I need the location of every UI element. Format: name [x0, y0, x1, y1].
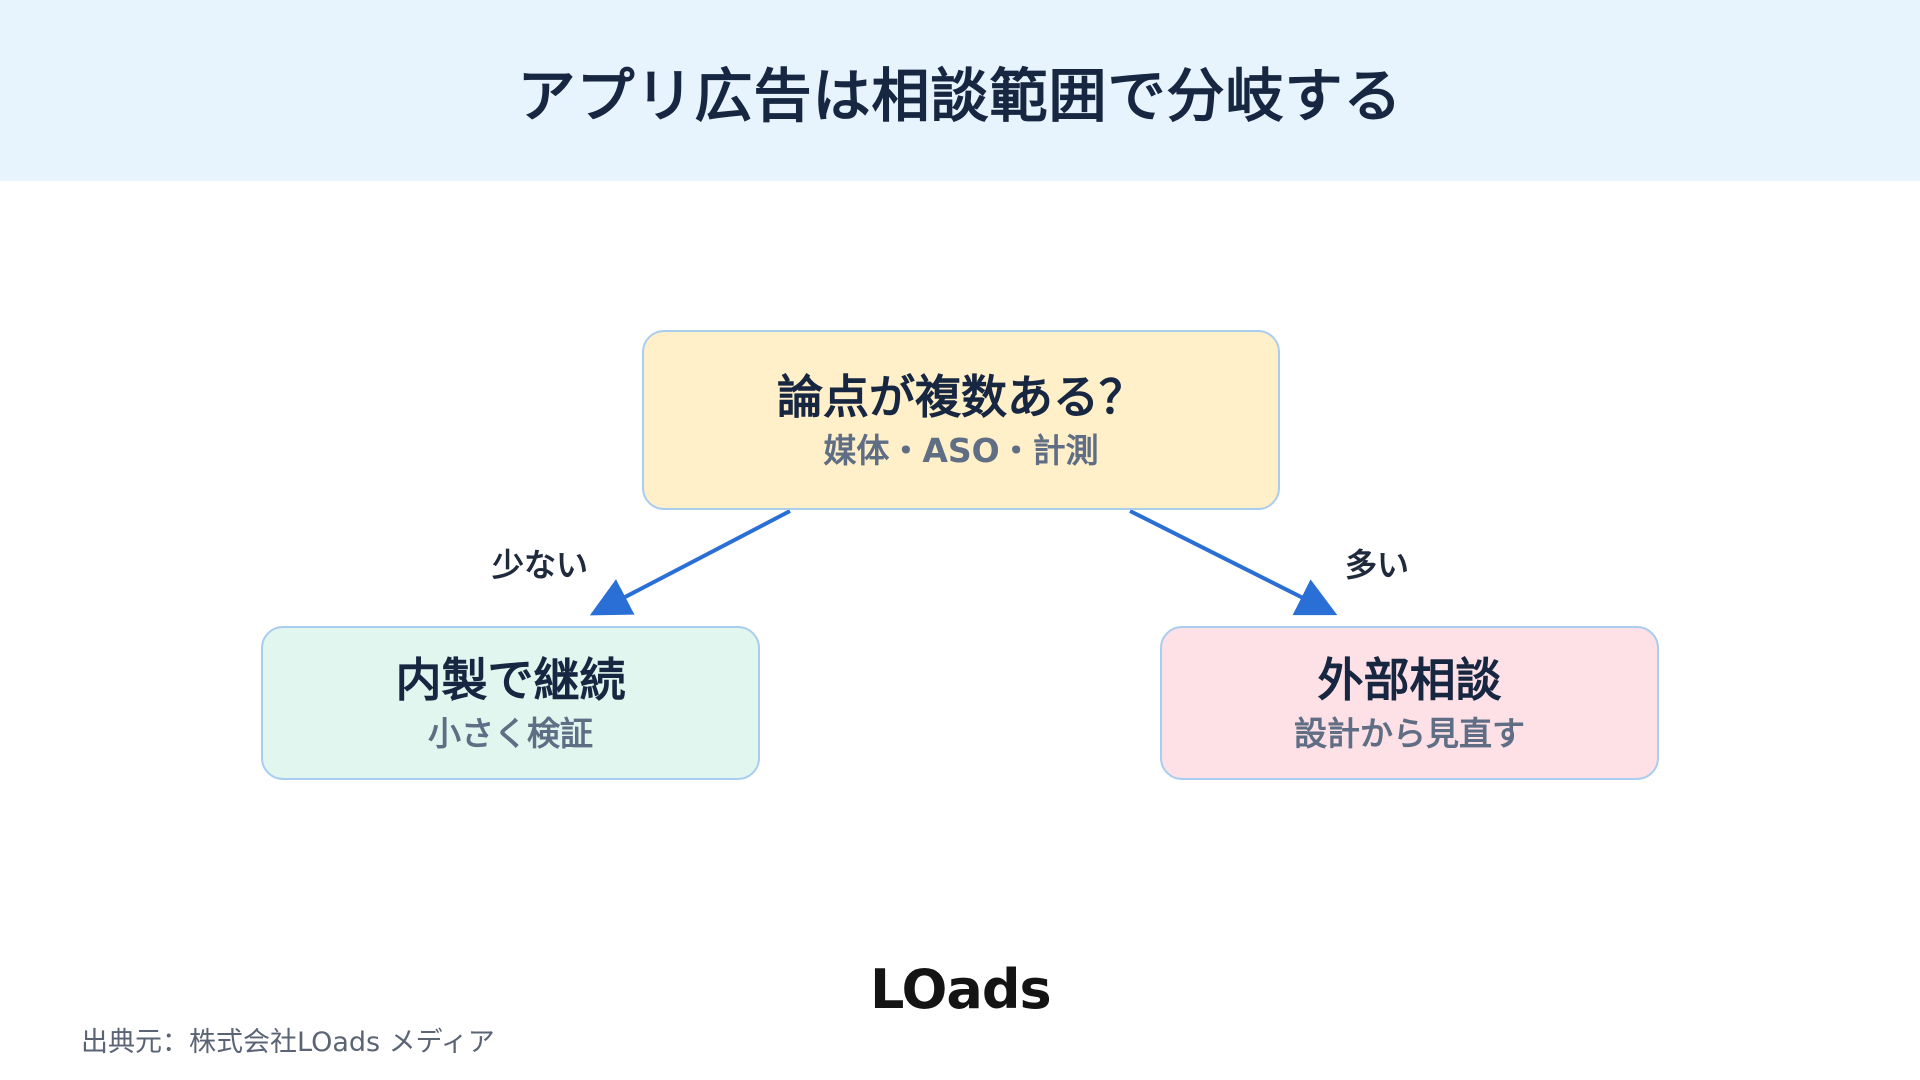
- source-credit: 出典元：株式会社LOads メディア: [81, 1027, 495, 1058]
- arrow-to-left: [589, 509, 791, 616]
- edge-label-many: 多い: [1345, 546, 1410, 584]
- header-banner: アプリ広告は相談範囲で分岐する: [0, 0, 1920, 181]
- decision-node: 論点が複数ある？ 媒体・ASO・計測: [642, 330, 1280, 510]
- outcome-inhouse-subtitle: 小さく検証: [428, 713, 593, 753]
- decision-subtitle: 媒体・ASO・計測: [823, 430, 1099, 470]
- edge-label-few: 少ない: [492, 546, 589, 584]
- outcome-external-title: 外部相談: [1317, 652, 1502, 707]
- decision-title: 論点が複数ある？: [777, 369, 1145, 424]
- page-title: アプリ広告は相談範囲で分岐する: [517, 61, 1403, 130]
- outcome-node-external: 外部相談 設計から見直す: [1160, 626, 1659, 780]
- outcome-inhouse-title: 内製で継続: [395, 652, 626, 707]
- outcome-external-subtitle: 設計から見直す: [1294, 713, 1525, 753]
- brand-logo: LOads: [870, 958, 1052, 1021]
- arrow-to-right: [1129, 509, 1338, 616]
- outcome-node-inhouse: 内製で継続 小さく検証: [261, 626, 760, 780]
